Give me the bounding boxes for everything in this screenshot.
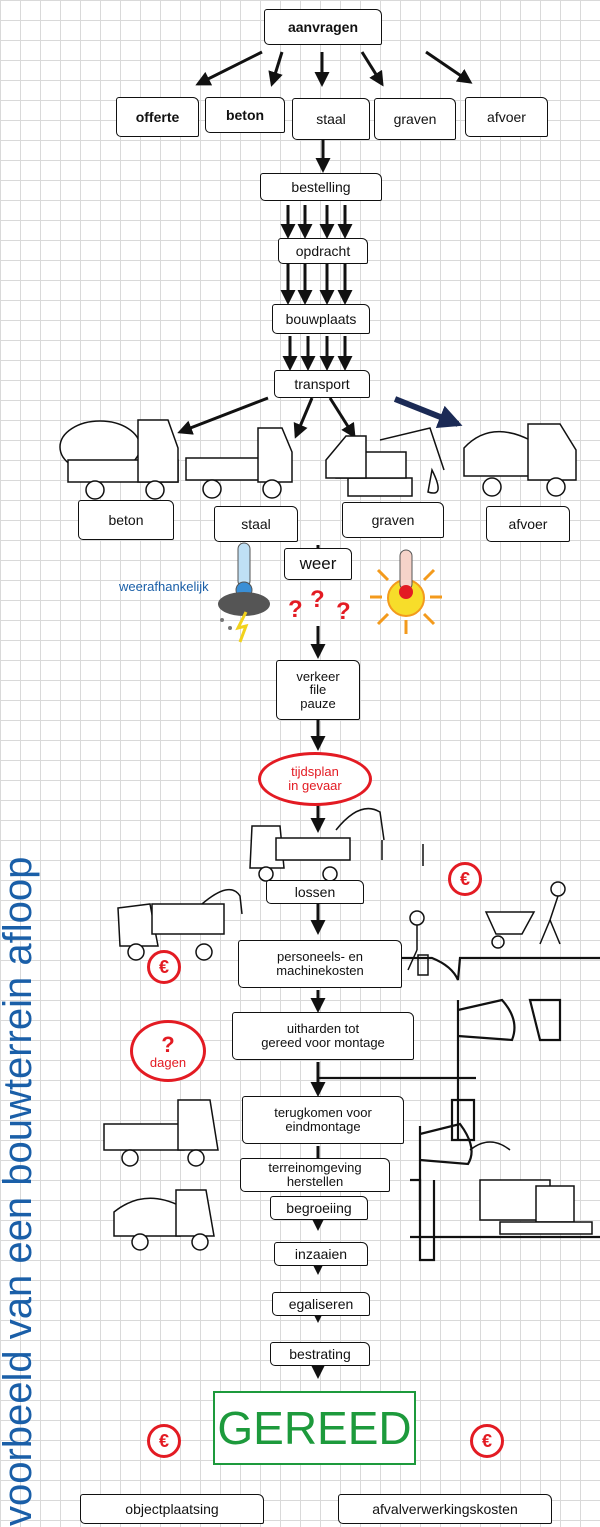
cement-truck-icon [59, 419, 179, 500]
top-arrows [195, 50, 473, 173]
left-truck-icon [117, 888, 243, 961]
box-vehicle-graven: graven [342, 502, 444, 538]
question-mark: ? [310, 586, 325, 613]
question-mark: ? [288, 596, 303, 623]
box-afvoer: afvoer [465, 97, 548, 137]
box-vehicle-staal: staal [214, 506, 298, 542]
box-lossen: lossen [266, 880, 364, 904]
dump-truck-icon [463, 423, 577, 497]
trench-lines [318, 956, 600, 1262]
box-staal: staal [292, 98, 370, 140]
box-terreinomgeving: terreinomgeving herstellen [240, 1158, 390, 1192]
box-afvalverwerkingskosten: afvalverwerkingskosten [338, 1494, 552, 1524]
worker-figures-icon [381, 840, 566, 976]
navy-arrow [393, 396, 463, 429]
box-verkeer: verkeer file pauze [276, 660, 360, 720]
cold-weather-icon [218, 542, 270, 643]
euro-icon: € [470, 1424, 504, 1458]
box-begroeiing: begroeiing [270, 1196, 368, 1220]
box-aanvragen: aanvragen [264, 9, 382, 45]
box-offerte: offerte [116, 97, 199, 137]
euro-icon: € [147, 1424, 181, 1458]
box-opdracht: opdracht [278, 238, 368, 264]
box-objectplaatsing: objectplaatsing [80, 1494, 264, 1524]
box-bestelling: bestelling [260, 173, 382, 201]
schedule-warning-badge: tijdsplan in gevaar [258, 752, 372, 806]
final-gereed-box: GEREED [213, 1391, 416, 1465]
box-personeelskosten: personeels- en machinekosten [238, 940, 402, 988]
hot-weather-icon [370, 549, 442, 634]
excavator-icon [325, 427, 445, 497]
side-title: voorbeeld van een bouwterrein afloop [0, 856, 40, 1526]
box-inzaaien: inzaaien [274, 1242, 368, 1266]
box-beton: beton [205, 97, 285, 133]
box-terugkomen: terugkomen voor eindmontage [242, 1096, 404, 1144]
unloading-truck-icon [249, 807, 385, 882]
box-transport: transport [274, 370, 370, 398]
question-mark: ? [336, 598, 351, 625]
box-vehicle-afvoer: afvoer [486, 506, 570, 542]
flatbed-truck-icon [185, 427, 293, 499]
euro-icon: € [448, 862, 482, 896]
box-graven: graven [374, 98, 456, 140]
box-uitharden: uitharden tot gereed voor montage [232, 1012, 414, 1060]
box-vehicle-beton: beton [78, 500, 174, 540]
box-egaliseren: egaliseren [272, 1292, 370, 1316]
weather-dependent-label: weerafhankelijk [119, 579, 209, 594]
chain-arrows [177, 205, 356, 439]
box-bestrating: bestrating [270, 1342, 370, 1366]
euro-icon: € [147, 950, 181, 984]
lower-trucks-icon [103, 1099, 219, 1251]
box-weer: weer [284, 548, 352, 580]
right-excavator-icon [469, 1141, 593, 1235]
box-bouwplaats: bouwplaats [272, 304, 370, 334]
days-badge: ? dagen [130, 1020, 206, 1082]
